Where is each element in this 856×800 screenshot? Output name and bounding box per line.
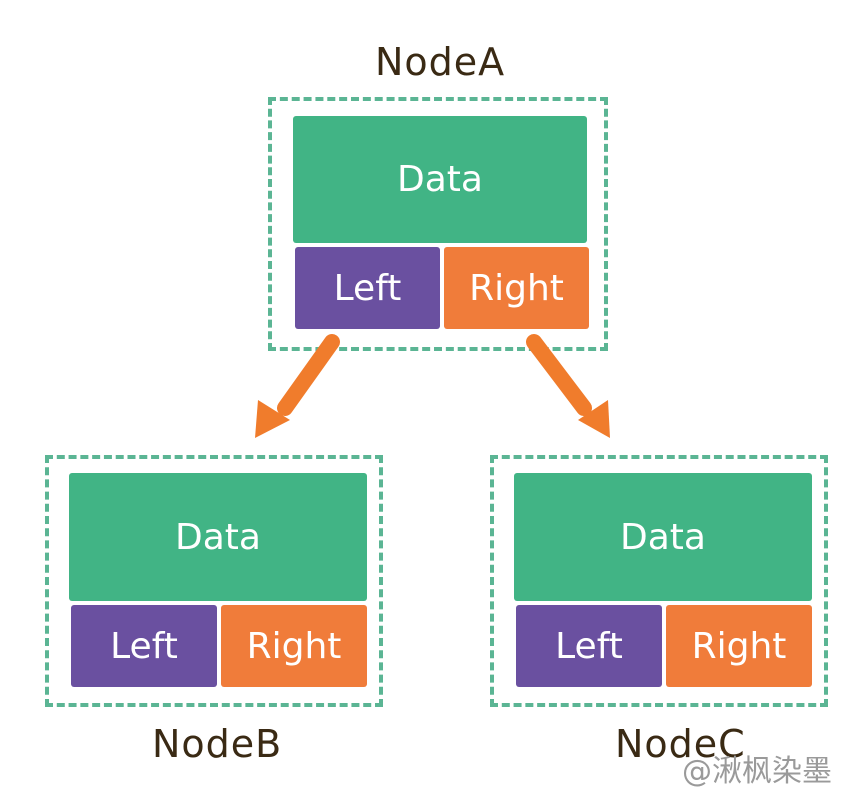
- node-c-box: Data Left Right: [490, 455, 828, 707]
- node-b-left-cell: Left: [71, 605, 217, 687]
- node-b-title: NodeB: [152, 722, 283, 766]
- node-b-right-cell: Right: [221, 605, 367, 687]
- watermark: @湫枫染墨: [682, 754, 832, 789]
- node-c-title: NodeC: [615, 722, 746, 766]
- node-c-data-cell: Data: [514, 473, 812, 601]
- node-c-left-cell: Left: [516, 605, 662, 687]
- arrow-a-to-b: [255, 334, 340, 438]
- node-a-title: NodeA: [375, 40, 506, 84]
- node-b-box: Data Left Right: [45, 455, 383, 707]
- node-a-box: Data Left Right: [268, 97, 608, 351]
- node-a-left-cell: Left: [295, 247, 440, 329]
- arrow-a-to-c: [526, 334, 610, 438]
- node-b-data-cell: Data: [69, 473, 367, 601]
- node-a-right-cell: Right: [444, 247, 589, 329]
- node-a-data-cell: Data: [293, 116, 587, 243]
- node-c-right-cell: Right: [666, 605, 812, 687]
